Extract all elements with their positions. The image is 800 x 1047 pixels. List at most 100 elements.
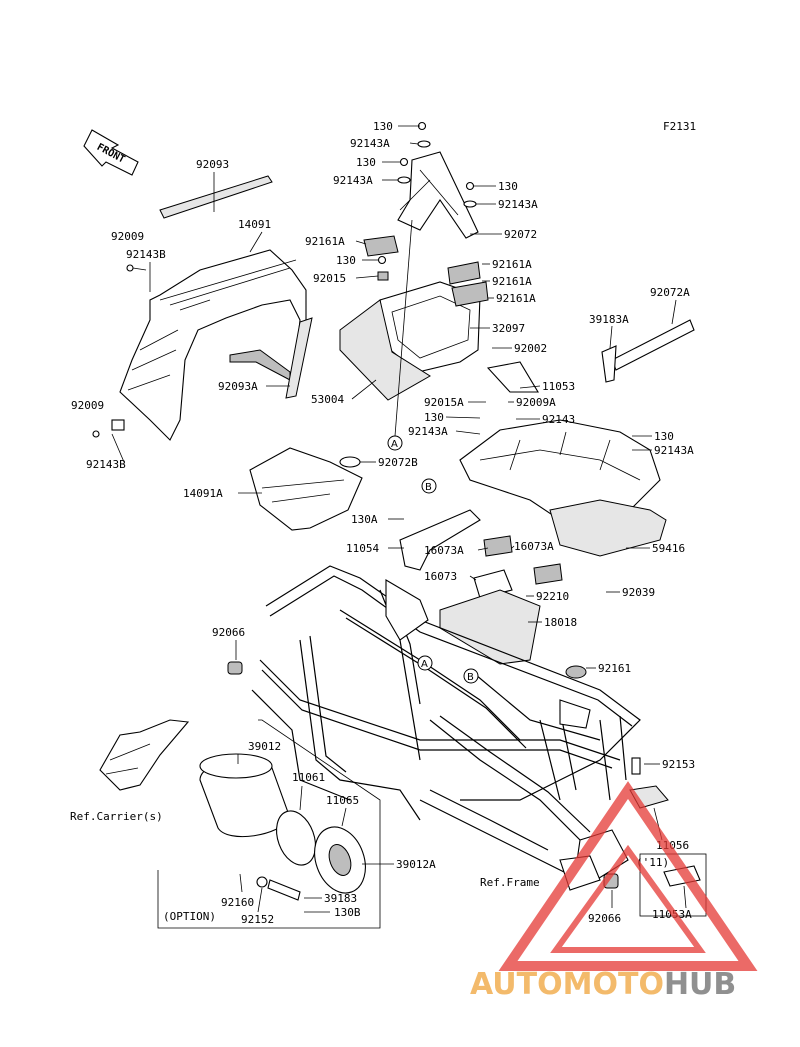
label-92210: 92210: [536, 590, 569, 603]
label-92039: 92039: [622, 586, 655, 599]
label-92015: 92015: [313, 272, 346, 285]
label-130: 130: [356, 156, 376, 169]
label-92009a: 92009A: [516, 396, 556, 409]
label-11065: 11065: [326, 794, 359, 807]
label-92066: 92066: [588, 912, 621, 925]
part-53004-mat: [339, 299, 431, 401]
part-rear-fender-59416: [459, 419, 667, 557]
label-92143a: 92143A: [350, 137, 390, 150]
label-92093: 92093: [196, 158, 229, 171]
label-92143: 92143: [542, 413, 575, 426]
year-label: ('11): [636, 856, 669, 869]
figure-code: F2131: [663, 120, 696, 133]
label-92161a: 92161A: [492, 258, 532, 271]
part-18018-plate: [439, 589, 541, 665]
bolt-92009-upper: [126, 264, 147, 272]
label-92161a: 92161A: [492, 275, 532, 288]
label-92009: 92009: [111, 230, 144, 243]
ref-carrier-label: Ref.Carrier(s): [70, 810, 163, 823]
label-92143b: 92143B: [86, 458, 126, 471]
svg-text:B: B: [425, 482, 432, 493]
label-92015a: 92015A: [424, 396, 464, 409]
label-130b: 130B: [334, 906, 361, 919]
part-11061-ring: [276, 810, 316, 866]
pads-92161a-right: [447, 261, 489, 307]
label-14091a: 14091A: [183, 487, 223, 500]
label-92152: 92152: [241, 913, 274, 926]
label-92072: 92072: [504, 228, 537, 241]
part-14091a-cover: [249, 447, 363, 531]
pad-92161a-left: [363, 235, 399, 257]
label-92143b: 92143B: [126, 248, 166, 261]
svg-text:AUTOMOTOHUB: AUTOMOTOHUB: [470, 967, 736, 1002]
part-92072-bracket: [397, 151, 479, 239]
circle-A-top: A: [387, 435, 403, 451]
part-labels: 130 92143A 130 92143A 130 92143A 92072 9…: [70, 120, 695, 926]
label-14091: 14091: [238, 218, 271, 231]
label-130: 130: [424, 411, 444, 424]
label-130a: 130A: [351, 513, 378, 526]
svg-text:A: A: [421, 659, 428, 670]
label-92002: 92002: [514, 342, 547, 355]
label-16073a: 16073A: [514, 540, 554, 553]
label-16073: 16073: [424, 570, 457, 583]
label-130: 130: [373, 120, 393, 133]
part-14091-front-fender: [119, 249, 307, 441]
watermark-text-1: AUTOMOTO: [470, 967, 664, 1002]
watermark-logo: AUTOMOTOHUB: [470, 781, 758, 1002]
part-92072a-strip: [611, 319, 695, 371]
circle-B-frame: B: [463, 668, 479, 684]
leader-lines: [111, 125, 687, 913]
label-92143a: 92143A: [498, 198, 538, 211]
bolt-92153: [631, 757, 641, 775]
front-arrow-icon: FRONT: [83, 129, 139, 176]
part-39183-pin: [256, 876, 301, 901]
grommet-92066-left: [227, 661, 243, 675]
part-39012-cylinder: [199, 753, 291, 838]
part-92072b-clip: [339, 456, 361, 468]
label-92072b: 92072B: [378, 456, 418, 469]
circle-B-rear: B: [421, 478, 437, 494]
label-39012: 39012: [248, 740, 281, 753]
ref-carrier-bracket: [99, 719, 190, 791]
option-label: (OPTION): [163, 910, 216, 923]
label-92161a: 92161A: [496, 292, 536, 305]
label-92153: 92153: [662, 758, 695, 771]
part-39183a-bracket: [601, 345, 617, 383]
label-32097: 32097: [492, 322, 525, 335]
label-18018: 18018: [544, 616, 577, 629]
part-11065-hub: [314, 826, 366, 894]
watermark-text-2: HUB: [664, 967, 736, 1002]
label-16073a: 16073A: [424, 544, 464, 557]
label-130: 130: [336, 254, 356, 267]
label-92161a: 92161A: [305, 235, 345, 248]
label-92143a: 92143A: [654, 444, 694, 457]
label-39183a: 39183A: [589, 313, 629, 326]
label-92009: 92009: [71, 399, 104, 412]
circle-A-frame: A: [417, 655, 433, 671]
grommet-92161-right: [565, 665, 587, 679]
label-11053: 11053: [542, 380, 575, 393]
label-92143a: 92143A: [408, 425, 448, 438]
label-130: 130: [654, 430, 674, 443]
label-92160: 92160: [221, 896, 254, 909]
label-59416: 59416: [652, 542, 685, 555]
part-11053-bracket: [486, 361, 539, 393]
label-11061: 11061: [292, 771, 325, 784]
svg-text:B: B: [467, 672, 474, 683]
label-130: 130: [498, 180, 518, 193]
label-39183: 39183: [324, 892, 357, 905]
part-92093a-strip: [285, 317, 313, 399]
label-92161: 92161: [598, 662, 631, 675]
label-11054: 11054: [346, 542, 379, 555]
label-39012a: 39012A: [396, 858, 436, 871]
part-92093-strip: [159, 175, 273, 219]
label-92093a: 92093A: [218, 380, 258, 393]
svg-text:A: A: [391, 439, 398, 450]
bolts-top-stack: [377, 121, 477, 281]
bolt-92009-lower: [92, 419, 125, 438]
label-92072a: 92072A: [650, 286, 690, 299]
label-53004: 53004: [311, 393, 344, 406]
